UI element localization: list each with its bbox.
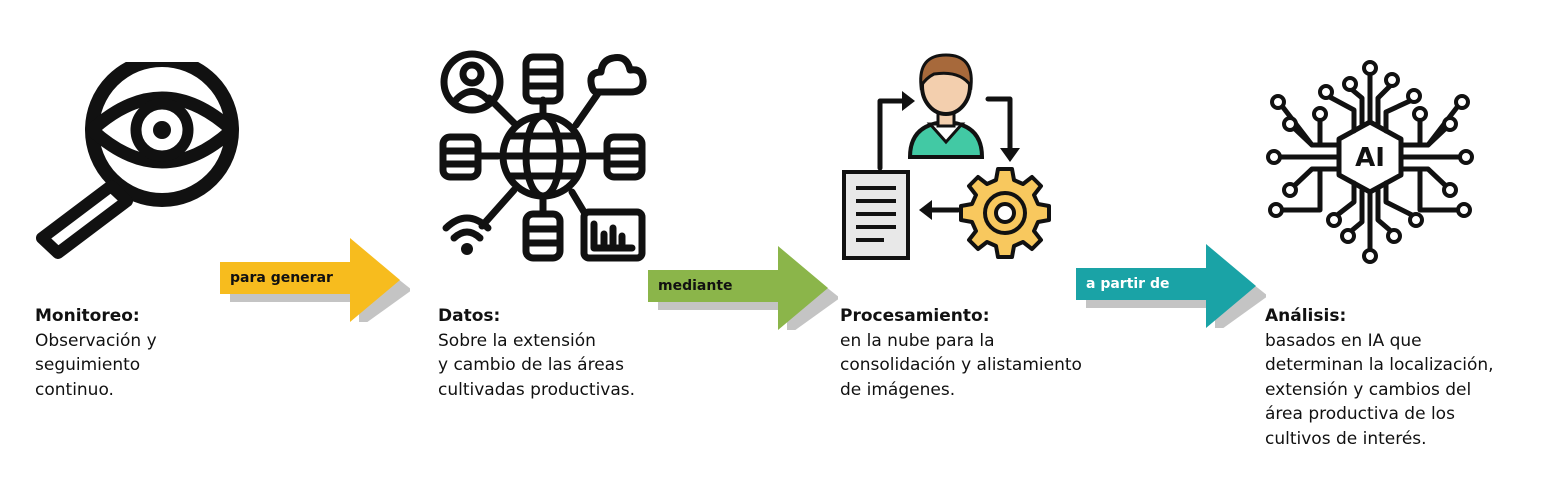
magnifier-eye-icon	[36, 62, 239, 259]
ai-chip-label: AI	[1355, 143, 1385, 173]
step-title: Monitoreo:	[35, 306, 140, 326]
connector-arrow-para-generar: para generar	[220, 238, 410, 322]
step-title: Procesamiento:	[840, 306, 990, 326]
step-description: basados en IA que determinan la localiza…	[1265, 330, 1494, 449]
step-title: Datos:	[438, 306, 501, 326]
connector-arrow-a-partir-de: a partir de	[1076, 244, 1266, 328]
step-procesamiento: Procesamiento: en la nube para la consol…	[840, 304, 1140, 402]
step-monitoreo: Monitoreo: Observación y seguimiento con…	[35, 304, 235, 402]
connector-label: mediante	[658, 278, 733, 294]
step-analisis: Análisis: basados en IA que determinan l…	[1265, 304, 1545, 451]
ai-chip-icon: AI	[1266, 60, 1474, 264]
connector-label: a partir de	[1086, 276, 1170, 292]
network-globe-icon	[439, 50, 647, 262]
step-description: Observación y seguimiento continuo.	[35, 330, 157, 400]
step-description: Sobre la extensión y cambio de las áreas…	[438, 330, 636, 400]
connector-label: para generar	[230, 270, 333, 286]
step-description: en la nube para la consolidación y alist…	[840, 330, 1082, 400]
step-title: Análisis:	[1265, 306, 1347, 326]
step-datos: Datos: Sobre la extensión y cambio de la…	[438, 304, 688, 402]
connector-arrow-mediante: mediante	[648, 246, 838, 330]
person-gear-document-icon	[842, 53, 1051, 260]
